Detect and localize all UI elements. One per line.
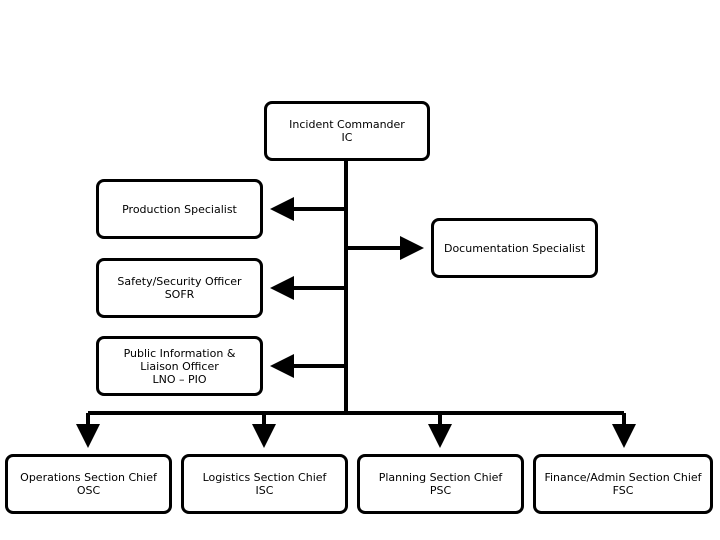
safety-security-officer-box: Safety/Security Officer SOFR bbox=[96, 258, 263, 318]
node-label-line: Documentation Specialist bbox=[443, 241, 586, 255]
production-specialist-box: Production Specialist bbox=[96, 179, 263, 239]
finance-admin-section-chief-box: Finance/Admin Section Chief FSC bbox=[533, 454, 713, 514]
incident-commander-box: Incident Commander IC bbox=[264, 101, 430, 161]
node-label-line: Operations Section Chief bbox=[20, 471, 157, 484]
node-label-line: ISC bbox=[255, 484, 274, 497]
node-label-line: OSC bbox=[76, 484, 101, 497]
node-label-line: IC bbox=[341, 131, 353, 144]
node-label-line: Planning Section Chief bbox=[378, 471, 503, 484]
planning-section-chief-box: Planning Section Chief PSC bbox=[357, 454, 524, 514]
documentation-specialist-box: Documentation Specialist bbox=[431, 218, 598, 278]
node-label-line: Safety/Security Officer bbox=[117, 275, 242, 288]
node-label-line: PSC bbox=[429, 484, 452, 497]
operations-section-chief-box: Operations Section Chief OSC bbox=[5, 454, 172, 514]
node-label-line: Liaison Officer bbox=[140, 359, 219, 373]
logistics-section-chief-box: Logistics Section Chief ISC bbox=[181, 454, 348, 514]
node-label-line: Logistics Section Chief bbox=[202, 471, 327, 484]
node-label-line: SOFR bbox=[164, 288, 195, 301]
node-label-line: Incident Commander bbox=[289, 118, 405, 131]
node-label-line: LNO – PIO bbox=[152, 372, 207, 386]
node-label-line: FSC bbox=[612, 484, 634, 497]
public-information-liaison-officer-box: Public Information & Liaison Officer LNO… bbox=[96, 336, 263, 396]
node-label-line: Public Information & bbox=[123, 346, 236, 360]
node-label-line: Finance/Admin Section Chief bbox=[544, 471, 702, 484]
node-label-line: Production Specialist bbox=[122, 202, 237, 216]
